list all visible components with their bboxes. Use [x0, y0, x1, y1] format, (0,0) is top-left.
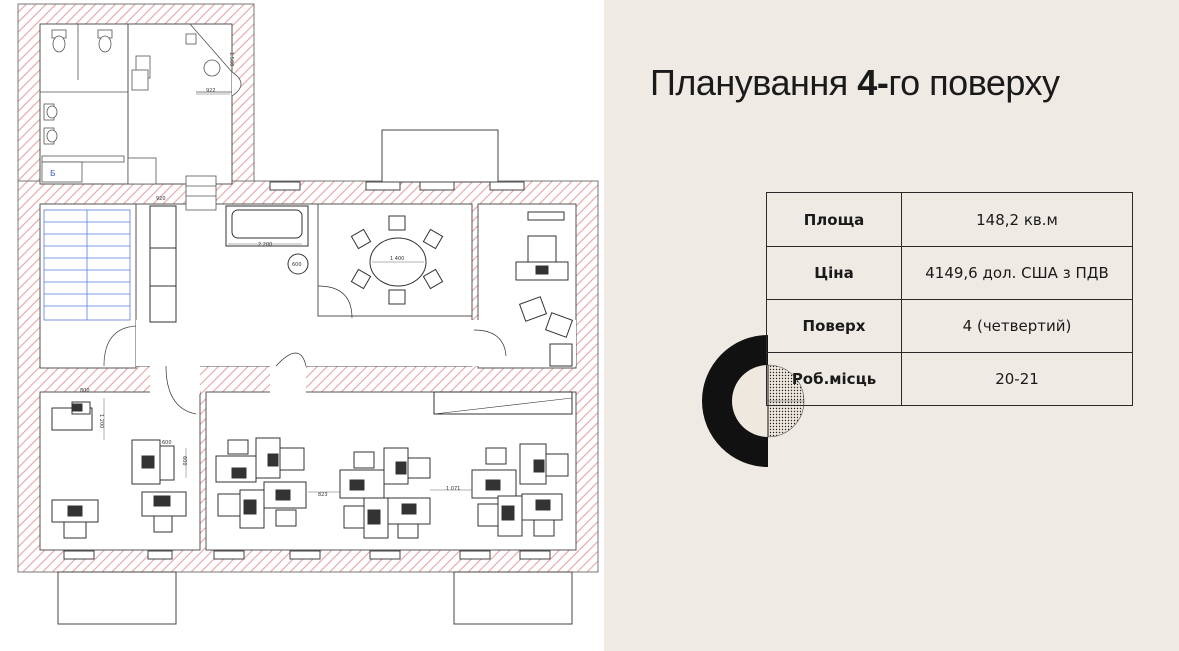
small-office-furniture: [515, 211, 574, 367]
dim-label: 1.500: [228, 52, 234, 66]
dimension-lines: [103, 93, 472, 493]
dim-label: 823: [318, 492, 328, 498]
dim-label: 2 200: [258, 242, 272, 248]
floor-value: 4 (четвертий): [901, 299, 1133, 353]
price-label: Ціна: [766, 246, 902, 300]
price-value: 4149,6 дол. США з ПДВ: [901, 246, 1133, 300]
dim-label: 1 400: [390, 256, 404, 262]
table-row: Площа 148,2 кв.м: [766, 192, 1133, 247]
dim-label: 600: [162, 440, 172, 446]
storage-cabinets: [149, 205, 507, 415]
workplaces-value: 20-21: [901, 352, 1133, 406]
staircase: [43, 209, 131, 321]
title-prefix: Планування: [650, 62, 858, 103]
windows: [57, 129, 573, 625]
title-floor-number: 4-: [857, 62, 889, 103]
table-row: Ціна 4149,6 дол. США з ПДВ: [766, 246, 1133, 300]
area-value: 148,2 кв.м: [901, 192, 1133, 247]
area-label: Площа: [766, 192, 902, 247]
table-row: Роб.місць 20-21: [766, 352, 1133, 406]
dim-label: 1 200: [98, 414, 104, 428]
table-row: Поверх 4 (четвертий): [766, 299, 1133, 353]
dim-label: 920: [156, 196, 166, 202]
floor-plan: Б: [17, 3, 599, 625]
room-marker: Б: [50, 169, 56, 178]
wc-fixtures: [40, 23, 242, 211]
dim-label: 600: [292, 262, 302, 268]
room-kitchen: [127, 23, 233, 185]
page-title: Планування 4-го поверху: [650, 62, 1060, 104]
dim-label: 922: [206, 88, 216, 94]
title-suffix: го поверху: [888, 62, 1060, 103]
workplaces-label: Роб.місць: [766, 352, 902, 406]
floor-plan-panel: Б: [0, 0, 604, 651]
property-info-table: Площа 148,2 кв.м Ціна 4149,6 дол. США з …: [766, 192, 1133, 406]
open-space-desks: [215, 391, 573, 539]
floor-label: Поверх: [766, 299, 902, 353]
room-stairs: [39, 203, 137, 369]
dim-label: 800: [80, 388, 90, 394]
dim-label: 600: [181, 456, 187, 466]
left-office-desks: [51, 401, 187, 539]
dim-label: 1 071: [446, 486, 460, 492]
